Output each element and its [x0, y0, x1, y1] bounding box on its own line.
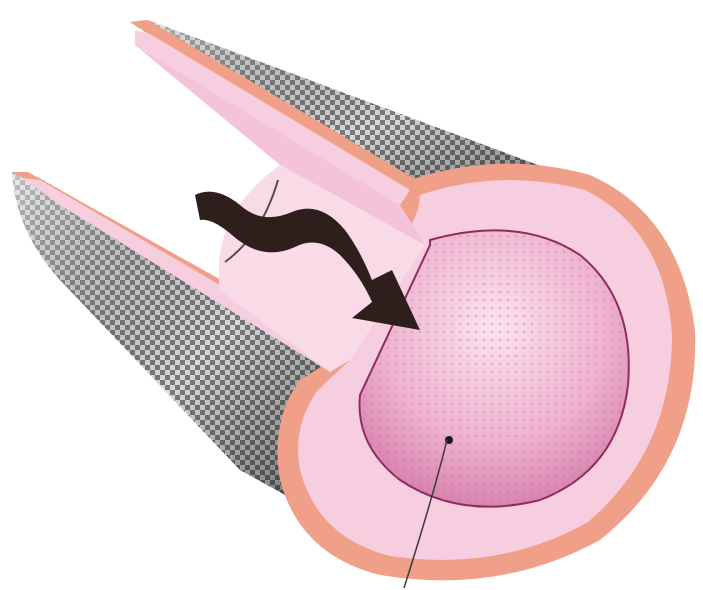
tube-cross-section-illustration	[0, 0, 703, 590]
diagram-canvas	[0, 0, 703, 590]
